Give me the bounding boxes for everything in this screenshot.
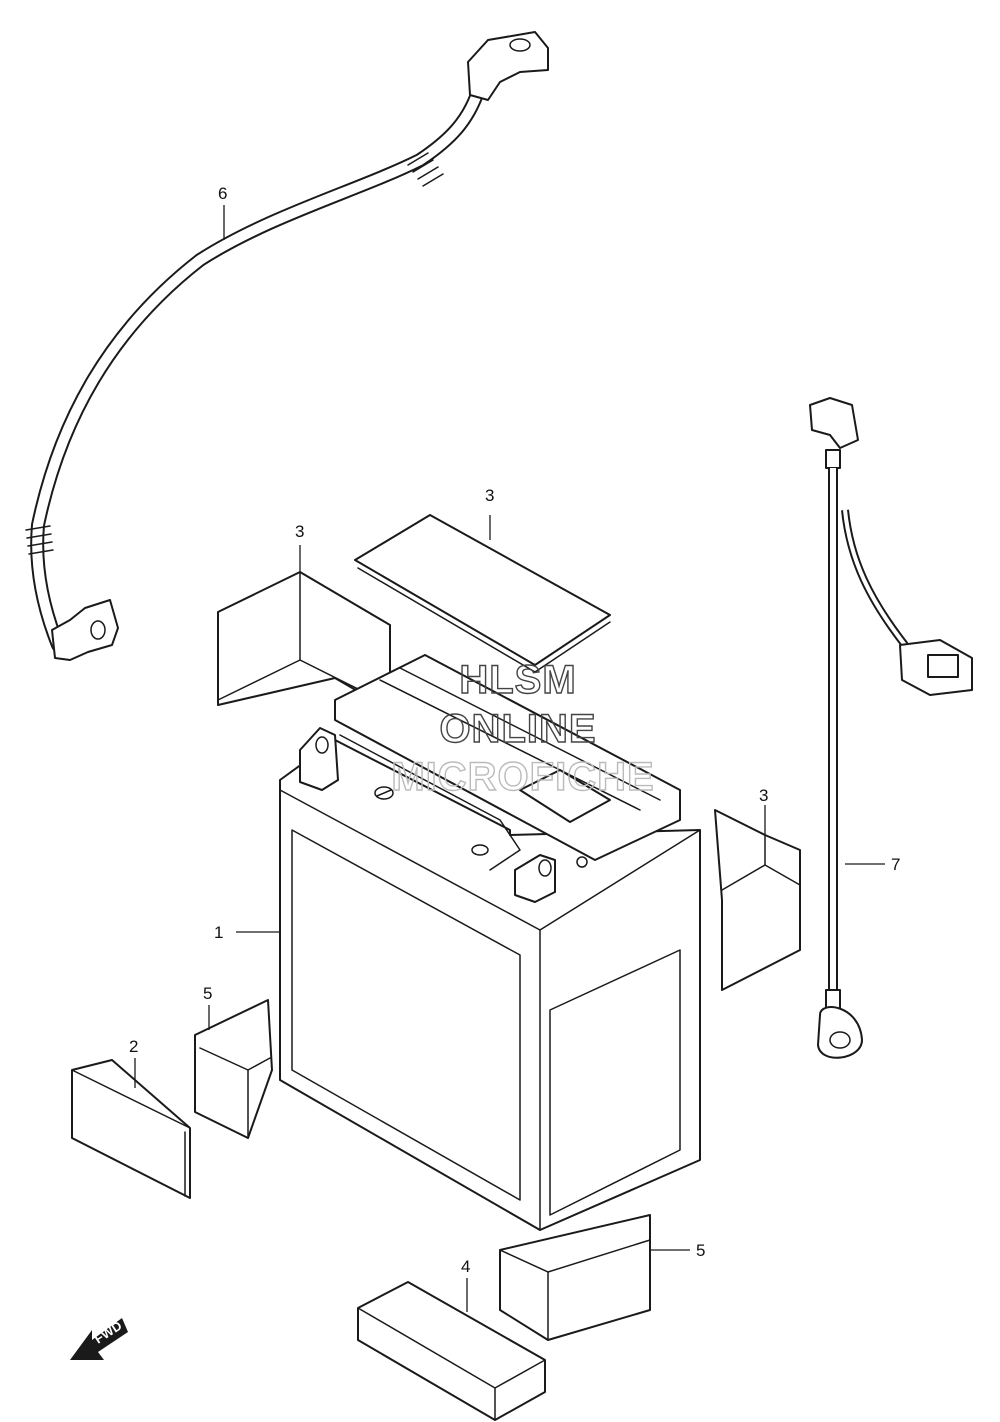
pad-part-5-left[interactable] [194,999,273,1139]
callout-3-right: 3 [759,786,768,805]
callout-5-bottom: 5 [696,1241,705,1260]
pad-part-2[interactable] [71,1059,191,1199]
fwd-arrow-icon: FWD [70,1318,128,1360]
callout-4: 4 [461,1257,470,1276]
callout-5-left: 5 [203,984,212,1003]
battery-cable-part-6[interactable] [25,31,549,661]
callout-6: 6 [218,184,227,203]
callout-7: 7 [891,855,900,874]
leader-lines [134,205,885,1312]
battery-part-1[interactable] [279,654,701,1231]
callout-2: 2 [129,1037,138,1056]
callout-1: 1 [214,923,223,942]
pad-part-3-right[interactable] [714,809,801,991]
callout-3-left: 3 [295,522,304,541]
watermark-line-1: HLSM [459,658,576,702]
watermark-line-2: ONLINE [439,707,596,751]
pad-part-5-bottom[interactable] [499,1214,651,1341]
watermark-line-3: MICROFICHE [391,755,654,799]
ground-wire-part-7[interactable] [809,397,973,1059]
pad-part-4[interactable] [357,1281,546,1421]
pad-part-3-top[interactable] [354,514,611,673]
callout-3-top: 3 [485,486,494,505]
